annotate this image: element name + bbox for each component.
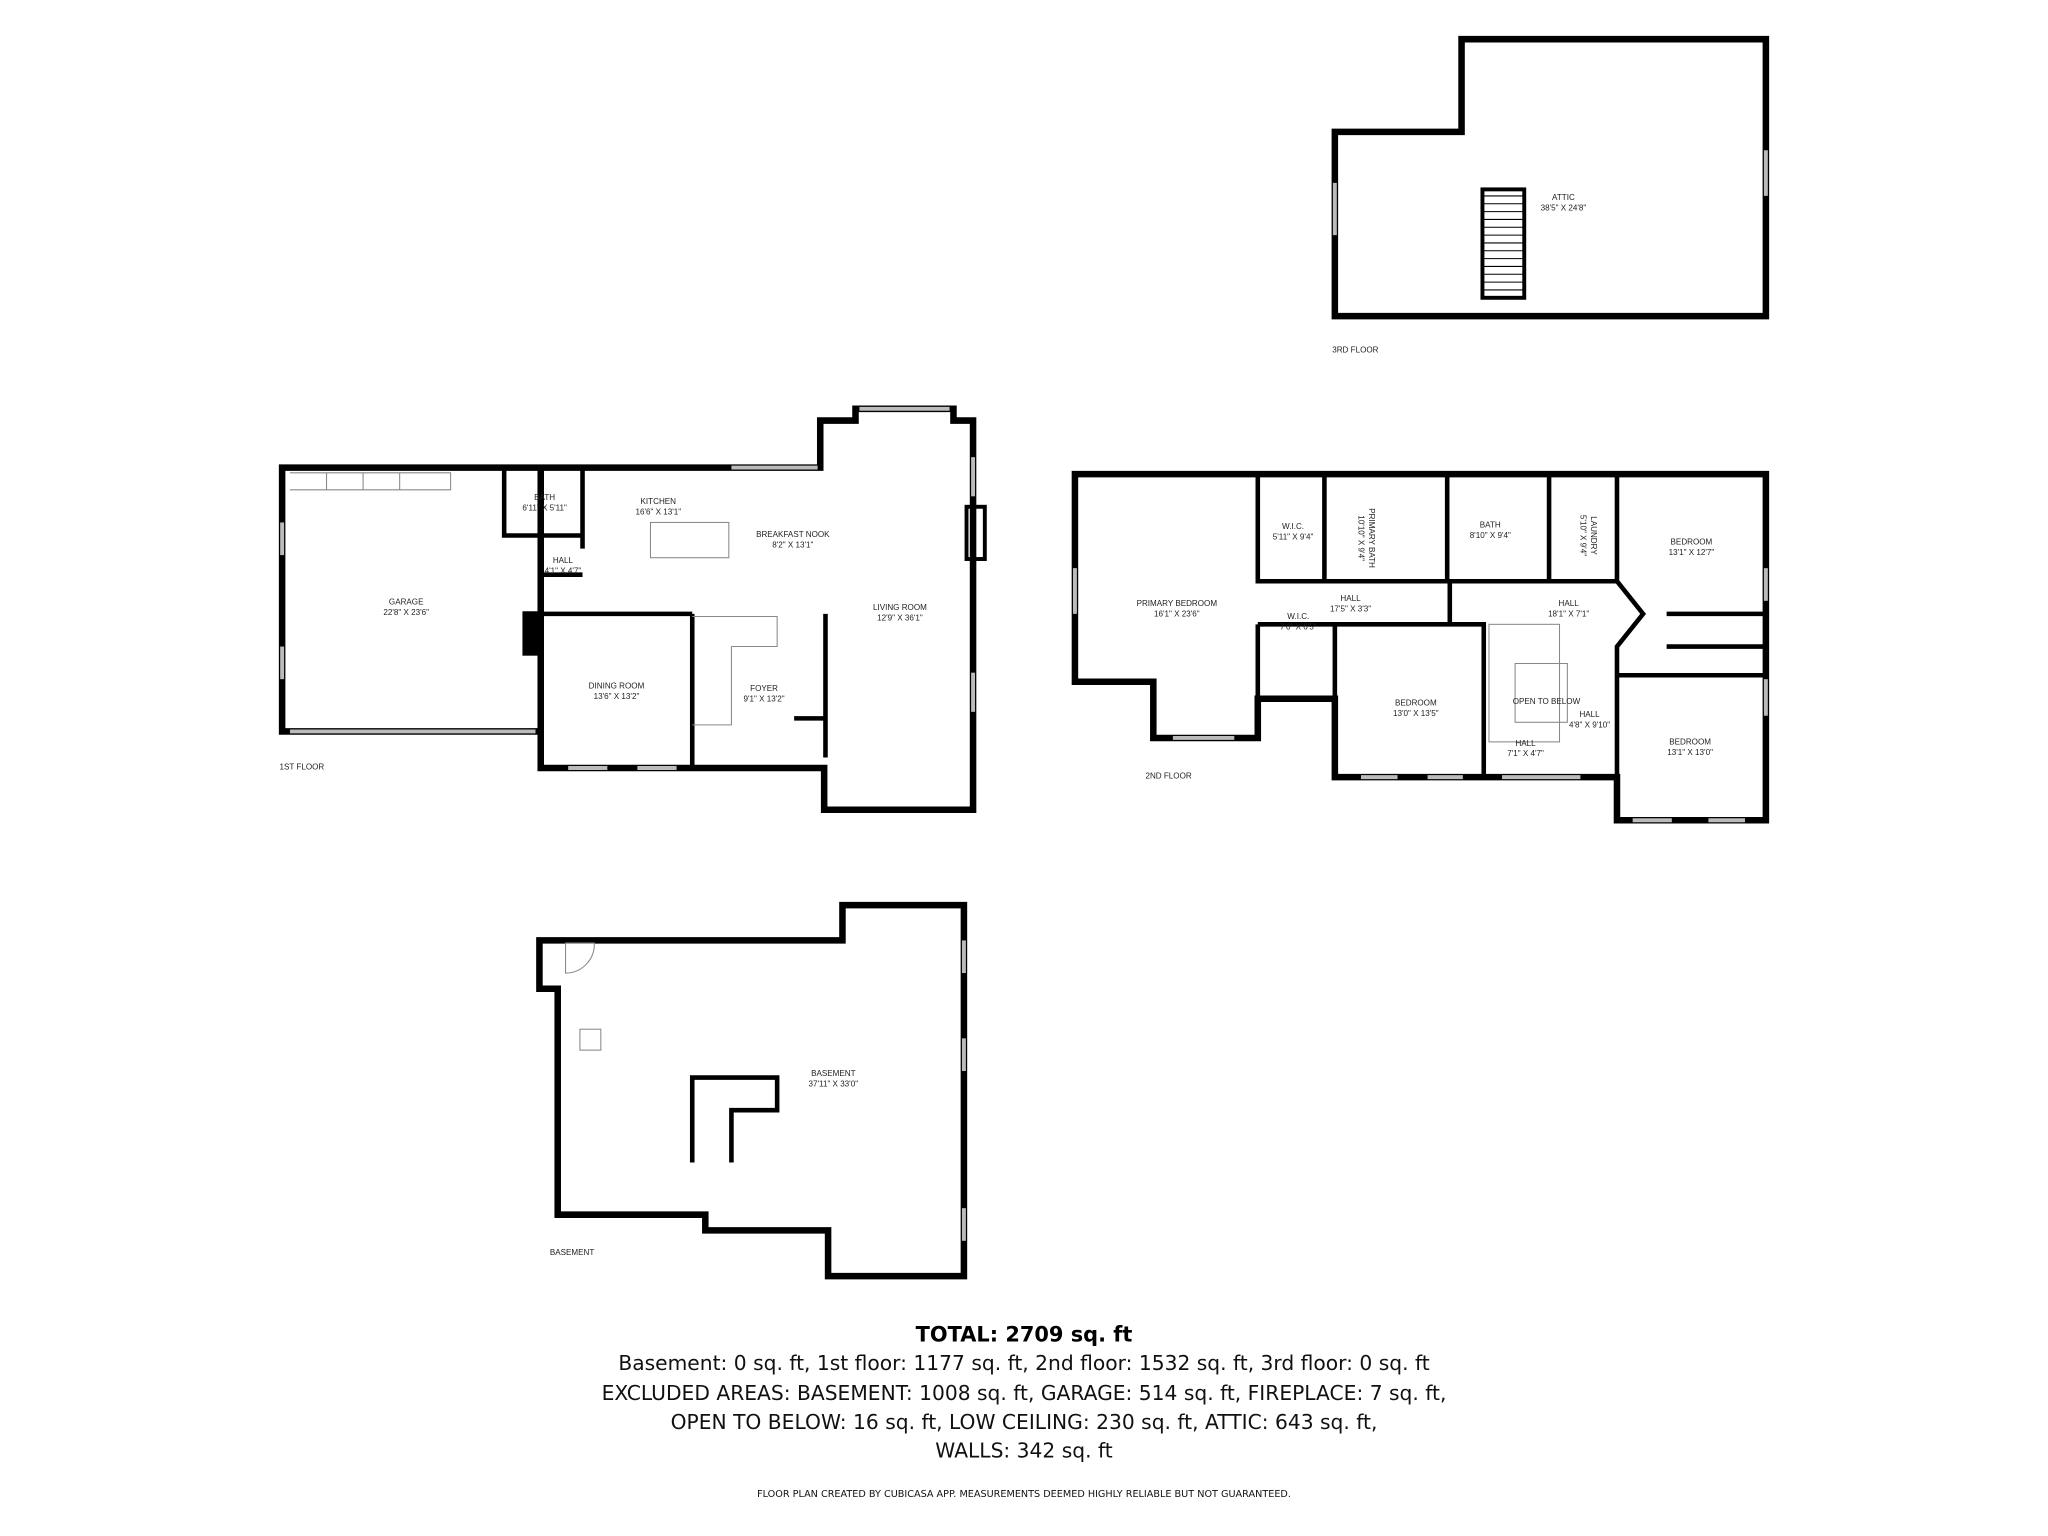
room-dimensions: 8'2" X 13'1" [772, 540, 813, 549]
summary-line: EXCLUDED AREAS: BASEMENT: 1008 sq. ft, G… [602, 1381, 1447, 1405]
floor-label: 2ND FLOOR [1145, 771, 1191, 780]
room-name: PRIMARY BEDROOM [1137, 599, 1218, 608]
room-name: DINING ROOM [589, 681, 645, 690]
room-dimensions: 9'1" X 13'2" [743, 694, 784, 703]
stairs [1488, 623, 1561, 743]
room-label: OPEN TO BELOW [1513, 697, 1581, 706]
first-floor-plan: 1ST FLOOR [278, 405, 987, 814]
disclaimer: FLOOR PLAN CREATED BY CUBICASA APP. MEAS… [757, 1489, 1291, 1500]
room-name: FOYER [750, 684, 778, 693]
summary-line: WALLS: 342 sq. ft [935, 1439, 1112, 1463]
room-name: BEDROOM [1395, 698, 1437, 707]
room-dimensions: 17'5" X 3'3" [1330, 604, 1371, 613]
room-name: W.I.C. [1287, 612, 1309, 621]
room-label: W.I.C. 7'0" X 6'5" [1280, 612, 1317, 631]
room-name: OPEN TO BELOW [1513, 697, 1581, 706]
room-dimensions: 12'9" X 36'1" [877, 613, 923, 622]
room-dimensions: 7'0" X 6'5" [1280, 623, 1317, 632]
room-name: BEDROOM [1671, 538, 1713, 547]
floor-label: 1ST FLOOR [280, 762, 325, 771]
room-dimensions: 8'10" X 9'4" [1470, 531, 1511, 540]
third-floor-plan: 3RD FLOOR [1331, 35, 1770, 355]
room-dimensions: 4'8" X 9'10" [1569, 721, 1610, 730]
floor-label: BASEMENT [550, 1248, 595, 1257]
room-dimensions: 10'10" X 9'4" [1356, 515, 1365, 561]
room-label: BEDROOM 13'1" X 13'0" [1667, 737, 1713, 756]
room-name: BATH [534, 493, 555, 502]
room-label: DINING ROOM 13'6" X 13'2" [589, 681, 645, 700]
room-name: BATH [1480, 521, 1501, 530]
room-name: BREAKFAST NOOK [756, 530, 830, 539]
room-dimensions: 38'5" X 24'8" [1541, 203, 1587, 212]
room-label: KITCHEN 16'6" X 13'1" [635, 497, 681, 516]
room-name: KITCHEN [641, 497, 677, 506]
room-label: BEDROOM 13'0" X 13'5" [1393, 698, 1439, 717]
summary-line: Basement: 0 sq. ft, 1st floor: 1177 sq. … [618, 1351, 1429, 1375]
room-name: GARAGE [389, 598, 424, 607]
room-dimensions: 5'10" X 9'4" [1578, 515, 1587, 556]
room-name: ATTIC [1552, 193, 1575, 202]
room-name: PRIMARY BATH [1367, 508, 1376, 568]
room-dimensions: 5'11" X 9'4" [1273, 532, 1314, 541]
basement-plan: BASEMENT [536, 901, 968, 1280]
door-swing [565, 942, 595, 974]
room-label: BATH 6'11" X 5'11" [522, 493, 567, 512]
fireplace [964, 504, 987, 561]
chimney [522, 611, 539, 656]
room-dimensions: 16'6" X 13'1" [635, 508, 681, 517]
room-name: HALL [1515, 739, 1536, 748]
second-floor-plan: 2ND FLOOR [1071, 470, 1770, 824]
total-area: TOTAL: 2709 sq. ft [916, 1322, 1133, 1346]
room-dimensions: 4'1" X 4'7" [545, 566, 582, 575]
room-dimensions: 22'8" X 23'6" [383, 608, 429, 617]
room-dimensions: 13'0" X 13'5" [1393, 709, 1439, 718]
room-label: W.I.C.5'11" X 9'4" [1273, 522, 1314, 541]
room-name: HALL [1559, 599, 1580, 608]
area-summary: TOTAL: 2709 sq. ft Basement: 0 sq. ft, 1… [602, 1322, 1447, 1499]
kitchen-island [649, 521, 730, 559]
room-name: W.I.C. [1282, 522, 1304, 531]
room-dimensions: 37'11" X 33'0" [809, 1080, 859, 1089]
basement-fixture [579, 1028, 602, 1051]
room-name: BEDROOM [1669, 737, 1711, 746]
room-label: BASEMENT 37'11" X 33'0" [809, 1069, 859, 1088]
room-dimensions: 6'11" X 5'11" [522, 504, 567, 513]
room-name: LIVING ROOM [873, 603, 927, 612]
room-dimensions: 13'1" X 13'0" [1667, 748, 1713, 757]
room-dimensions: 7'1" X 4'7" [1507, 749, 1544, 758]
room-name: LAUNDRY [1589, 516, 1598, 555]
room-dimensions: 18'1" X 7'1" [1548, 609, 1589, 618]
summary-line: OPEN TO BELOW: 16 sq. ft, LOW CEILING: 2… [671, 1410, 1378, 1434]
room-name: HALL [1579, 710, 1600, 719]
attic-stairs [1480, 187, 1527, 300]
room-label: HALL 4'8" X 9'10" [1569, 710, 1610, 729]
room-name: HALL [1340, 594, 1361, 603]
room-name: HALL [553, 556, 574, 565]
floor-label: 3RD FLOOR [1332, 346, 1378, 355]
room-dimensions: 13'6" X 13'2" [594, 692, 640, 701]
room-dimensions: 16'1" X 23'6" [1154, 609, 1200, 618]
open-to-below-area [1514, 662, 1568, 723]
room-name: BASEMENT [811, 1069, 856, 1078]
room-dimensions: 13'1" X 12'7" [1669, 548, 1715, 557]
